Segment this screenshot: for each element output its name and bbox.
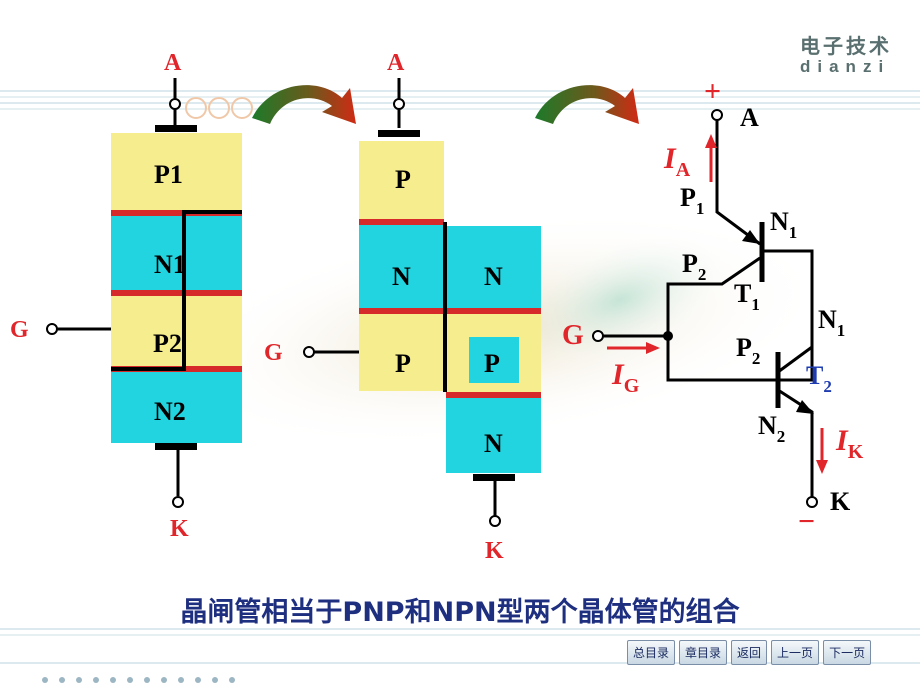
s2-junction-2 xyxy=(359,308,541,314)
label-minus: − xyxy=(798,505,815,538)
transition-arrow-2 xyxy=(535,85,639,124)
s2-anode-terminal xyxy=(393,98,405,110)
s2-gate-terminal xyxy=(303,346,315,358)
s2-anode-plate xyxy=(378,130,420,137)
label-n2: N2 xyxy=(758,411,785,446)
layer-n2 xyxy=(111,371,242,443)
wire-anode-t1 xyxy=(715,120,761,246)
s2-label-left-1: N xyxy=(392,262,411,291)
t1-emitter-arrow xyxy=(742,230,760,244)
nav-chapter-button[interactable]: 章目录 xyxy=(679,640,728,665)
label-cathode: K xyxy=(170,516,189,542)
gate-junction-dot xyxy=(663,331,673,341)
label-current-a: IA xyxy=(663,142,691,181)
gate-terminal xyxy=(46,323,58,335)
s2-p-label-box xyxy=(469,337,519,383)
footer-stripes xyxy=(0,628,920,664)
label-t1: T1 xyxy=(734,279,760,314)
layer-p1 xyxy=(111,133,242,212)
t2-emitter-arrow xyxy=(796,400,814,414)
label-layer-p2: P2 xyxy=(153,329,182,358)
s2-label-anode: A xyxy=(387,50,405,76)
label-current-k: IK xyxy=(835,424,864,463)
label-anode: A xyxy=(164,50,182,76)
s2-junction-3 xyxy=(446,392,541,398)
junction-j1 xyxy=(111,210,242,216)
brand-logo: 电子技术 dianzi xyxy=(800,30,892,77)
s2-label-right-1: P xyxy=(484,349,500,378)
s2-cathode-plate xyxy=(473,474,515,481)
label-plus: + xyxy=(704,75,721,108)
circuit-label-anode: A xyxy=(740,103,759,132)
s2-label-left-0: P xyxy=(395,165,411,194)
bottom-dots xyxy=(42,677,235,683)
label-p2-top: P2 xyxy=(682,249,706,284)
layer-n1 xyxy=(111,214,242,291)
current-arrow-g xyxy=(607,342,660,354)
label-layer-p1: P1 xyxy=(154,160,183,189)
label-gate: G xyxy=(10,317,29,343)
s2-right-n-top xyxy=(446,226,541,311)
junction-j2 xyxy=(111,290,242,296)
s2-label-gate: G xyxy=(264,340,283,366)
circuit-label-gate: G xyxy=(562,320,584,351)
s2-cathode-terminal xyxy=(489,515,501,527)
current-arrow-a xyxy=(705,134,717,182)
decor-circles xyxy=(185,97,253,119)
slide-caption: 晶闸管相当于PNP和NPN型两个晶体管的组合 xyxy=(180,597,740,628)
label-current-g: IG xyxy=(611,358,640,397)
structure-2: A K G P N P N P N xyxy=(264,50,541,564)
s2-label-right-2: N xyxy=(484,429,503,458)
anode-terminal xyxy=(169,98,181,110)
cathode-plate xyxy=(155,443,197,450)
header-stripes xyxy=(0,90,920,110)
nav-next-button[interactable]: 下一页 xyxy=(823,640,872,665)
brand-cn: 电子技术 xyxy=(800,36,892,58)
brand-en: dianzi xyxy=(800,57,891,76)
nav-bar: 总目录 章目录 返回 上一页 下一页 xyxy=(627,640,872,665)
cathode-terminal xyxy=(172,496,184,508)
label-t2: T2 xyxy=(806,361,832,396)
anode-plate xyxy=(155,125,197,132)
current-arrow-k xyxy=(816,428,828,474)
nav-prev-button[interactable]: 上一页 xyxy=(771,640,820,665)
s2-left-n xyxy=(359,224,444,311)
s2-label-left-2: P xyxy=(395,349,411,378)
label-p1: P1 xyxy=(680,183,704,218)
circuit-cathode-terminal xyxy=(806,496,818,508)
s2-junction-1 xyxy=(359,219,444,225)
circuit-label-cathode: K xyxy=(830,487,851,516)
circuit-gate-terminal xyxy=(592,330,604,342)
nav-toc-button[interactable]: 总目录 xyxy=(627,640,676,665)
s2-right-n-bottom xyxy=(446,395,541,473)
circuit-anode-terminal xyxy=(711,109,723,121)
layer-p2 xyxy=(111,296,242,369)
nav-back-button[interactable]: 返回 xyxy=(731,640,768,665)
wire-t1-collector xyxy=(666,256,776,382)
equivalent-circuit: + − xyxy=(562,75,864,538)
s2-left-p-top xyxy=(359,141,444,222)
label-layer-n1: N1 xyxy=(154,250,186,279)
s2-label-cathode: K xyxy=(485,538,504,564)
label-p2-low: P2 xyxy=(736,333,760,368)
structure-1: A K G P1 N1 P2 N2 xyxy=(10,50,242,542)
transition-arrow-1 xyxy=(252,85,356,124)
label-layer-n2: N2 xyxy=(154,397,186,426)
wire-n1 xyxy=(762,249,814,382)
split-line xyxy=(111,210,242,371)
label-n1-top: N1 xyxy=(770,207,797,242)
label-n1-right: N1 xyxy=(818,305,845,340)
s2-label-right-0: N xyxy=(484,262,503,291)
s2-left-p-bottom xyxy=(359,313,444,391)
t2-collector xyxy=(777,345,813,374)
